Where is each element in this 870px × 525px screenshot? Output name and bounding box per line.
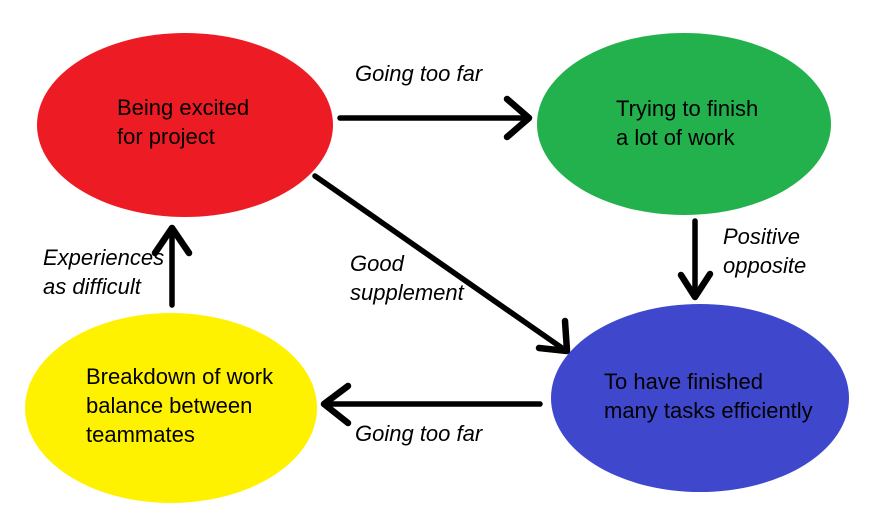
node-label-finished-tasks: To have finished many tasks efficiently <box>604 369 813 423</box>
edge-label-positive-opposite: Positive opposite <box>723 224 807 278</box>
node-label-trying-to-finish: Trying to finish a lot of work <box>616 96 759 150</box>
arrow-excited-to-trying <box>337 95 533 141</box>
node-ellipse-work-breakdown <box>25 313 317 503</box>
node-label-work-breakdown: Breakdown of work balance between teamma… <box>86 364 274 447</box>
edge-label-going-too-far-top: Going too far <box>355 61 483 86</box>
arrow-finished-to-breakdown <box>320 382 543 427</box>
arrow-excited-to-finished <box>312 173 571 355</box>
arrow-breakdown-to-excited <box>151 224 193 308</box>
edge-label-experiences-as-difficult: Experiences as difficult <box>43 245 165 299</box>
node-ellipse-trying-to-finish <box>537 33 831 215</box>
arrow-trying-to-finished <box>677 218 714 301</box>
arrows-layer <box>151 95 714 427</box>
node-ellipse-being-excited <box>37 33 333 217</box>
node-ellipse-finished-tasks <box>551 304 849 492</box>
edge-label-going-too-far-bottom: Going too far <box>355 421 483 446</box>
node-label-being-excited: Being excited for project <box>117 95 250 149</box>
edge-label-good-supplement: Good supplement <box>350 251 464 305</box>
